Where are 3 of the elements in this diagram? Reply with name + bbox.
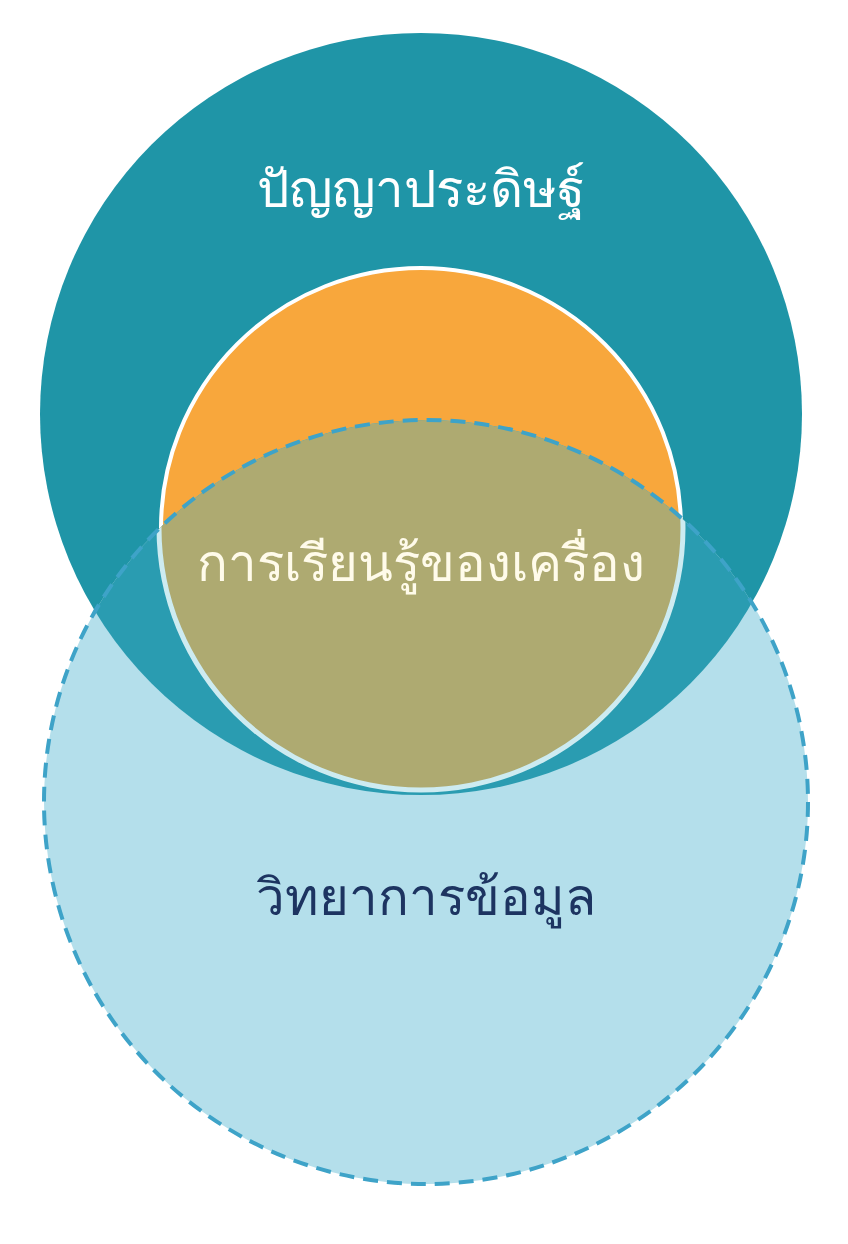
circle-label: ปัญญาประดิษฐ์ (257, 158, 585, 222)
circle-label: การเรียนรู้ของเครื่อง (197, 530, 645, 598)
circle-label: วิทยาการข้อมูล (256, 866, 596, 931)
